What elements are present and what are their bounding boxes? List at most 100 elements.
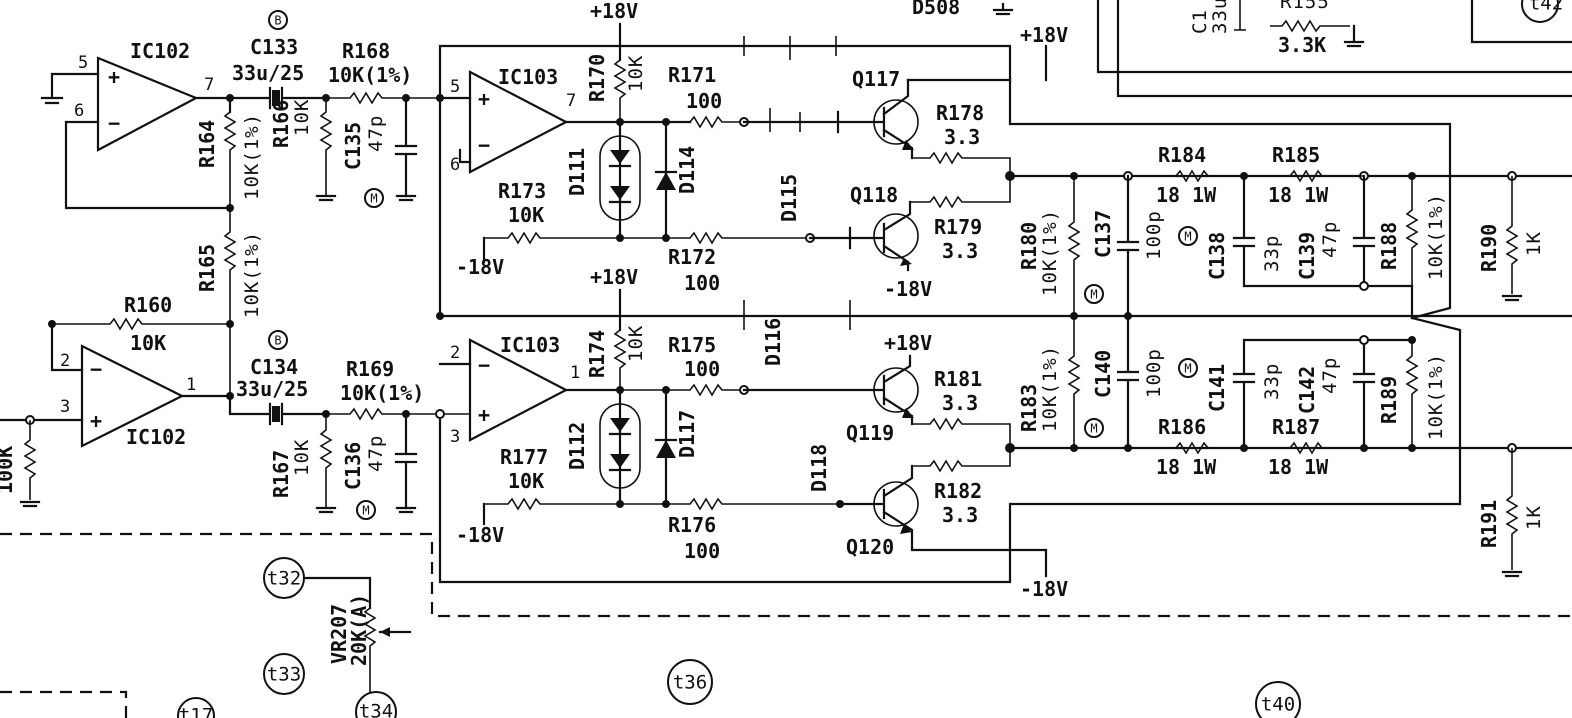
pin-label: 7	[204, 75, 214, 95]
testpoint-t32[interactable]	[263, 557, 305, 599]
r171-symbol	[689, 115, 744, 129]
c141-symbol	[1232, 338, 1414, 450]
b-mark-badge	[268, 330, 288, 350]
r176-value: 100	[684, 539, 720, 563]
c134-value: 33u/25	[236, 377, 308, 401]
c139-symbol	[1352, 174, 1376, 288]
ic103b-opamp: − + IC103 2 3 1	[438, 333, 622, 447]
pin-label: 5	[78, 53, 88, 73]
c133-value: 33u/25	[232, 61, 304, 85]
c135-value: 47p	[365, 115, 387, 152]
svg-text:D111: D111	[565, 148, 589, 196]
pin-label: 7	[566, 91, 576, 111]
r185-symbol	[1244, 169, 1364, 183]
c134-label: C134	[250, 355, 298, 379]
t42-label: t42	[1529, 0, 1563, 15]
svg-text:Q118: Q118	[850, 183, 898, 207]
r184-label: R184	[1158, 143, 1206, 167]
testpoint-t42[interactable]	[1521, 0, 1559, 23]
r182-label: R182	[934, 479, 982, 503]
r177-value: 10K	[508, 469, 544, 493]
r181-value: 3.3	[942, 391, 978, 415]
r180-symbol	[1067, 176, 1081, 316]
c139-label: C139	[1295, 232, 1319, 280]
svg-text:D112: D112	[565, 422, 589, 470]
testpoint-t40[interactable]	[1255, 681, 1301, 718]
r185-label: R185	[1272, 143, 1320, 167]
r184-value: 18 1W	[1156, 183, 1217, 207]
r191-value: 1K	[1523, 505, 1545, 530]
ground-symbol	[315, 194, 337, 202]
d115-label: D115	[777, 174, 801, 222]
testpoint-t17[interactable]	[177, 697, 215, 718]
q117-transistor: Q117	[836, 67, 919, 160]
m-mark-badge	[356, 500, 376, 520]
r182-value: 3.3	[942, 503, 978, 527]
rail-label: -18V	[1020, 577, 1068, 601]
ic102a-opamp: + − IC102 5 6 7	[40, 39, 232, 210]
rail-label: +18V	[884, 331, 932, 355]
ground-symbol	[992, 2, 1014, 16]
r172-label: R172	[668, 245, 716, 269]
m-mark-badge	[364, 188, 384, 208]
ground-symbol	[1501, 294, 1523, 302]
plus-sign: +	[478, 403, 490, 427]
r186-label: R186	[1158, 415, 1206, 439]
r181-symbol	[912, 417, 1011, 448]
c139-value: 47p	[1319, 221, 1341, 258]
c141-label: C141	[1205, 364, 1229, 412]
r188-label: R188	[1377, 222, 1401, 270]
c141-value: 33p	[1261, 363, 1283, 400]
c140-label: C140	[1091, 350, 1115, 398]
ic102b-opamp: − + IC102 2 3 1	[0, 322, 232, 449]
svg-text:VR207: VR207	[327, 604, 351, 664]
r155-symbol	[1270, 19, 1350, 33]
ground-symbol	[1501, 570, 1523, 578]
r173-label: R173	[498, 179, 546, 203]
m-mark-badge	[1178, 226, 1198, 246]
top-box-wire	[1096, 0, 1572, 74]
c142-value: 47p	[1319, 357, 1341, 394]
r173-value: 10K	[508, 203, 544, 227]
c140-symbol	[1116, 314, 1140, 450]
m-mark: M	[370, 192, 377, 206]
c140-value: 100p	[1143, 348, 1165, 398]
r183-label: R183	[1017, 384, 1041, 432]
r179-value: 3.3	[942, 239, 978, 263]
m-mark: M	[1184, 230, 1191, 244]
r169-symbol	[326, 407, 470, 421]
ground-symbol	[395, 194, 417, 202]
d112-diode-pair: D112	[565, 388, 641, 506]
ic103b-label: IC103	[500, 333, 560, 357]
r155-label: R155	[1280, 0, 1330, 13]
pin-label: 1	[570, 363, 580, 383]
r181-label: R181	[934, 367, 982, 391]
t33-label: t33	[267, 664, 301, 686]
r177-label: R177	[500, 445, 548, 469]
rail-label: +18V	[590, 0, 638, 23]
c134-symbol	[272, 406, 280, 422]
r165-label: R165	[195, 244, 219, 292]
svg-text:D114: D114	[675, 146, 699, 194]
rail-label: -18V	[456, 523, 504, 547]
testpoint-t34[interactable]	[355, 691, 397, 718]
rail-label: +18V	[1020, 23, 1068, 47]
r160-value: 10K	[130, 331, 166, 355]
bus-wires	[0, 44, 1572, 718]
feedback-network: R164 10K(1%) R165 10K(1%)	[195, 94, 263, 400]
r167-label: R167	[269, 450, 293, 498]
c1-partial-value: 33u	[1209, 0, 1231, 34]
r176-symbol	[620, 497, 840, 511]
testpoint-t33[interactable]	[263, 653, 305, 695]
r160-label: R160	[124, 293, 172, 317]
r175-label: R175	[668, 333, 716, 357]
r168-value: 10K(1%)	[328, 63, 412, 87]
minus-sign: −	[478, 353, 490, 377]
m-mark-badge	[1084, 284, 1104, 304]
r164-value: 10K(1%)	[241, 113, 263, 200]
d117-diode: D117	[654, 388, 699, 506]
t32-label: t32	[267, 568, 301, 590]
c1-partial-symbol	[1234, 0, 1246, 31]
testpoint-t36[interactable]	[667, 659, 713, 705]
